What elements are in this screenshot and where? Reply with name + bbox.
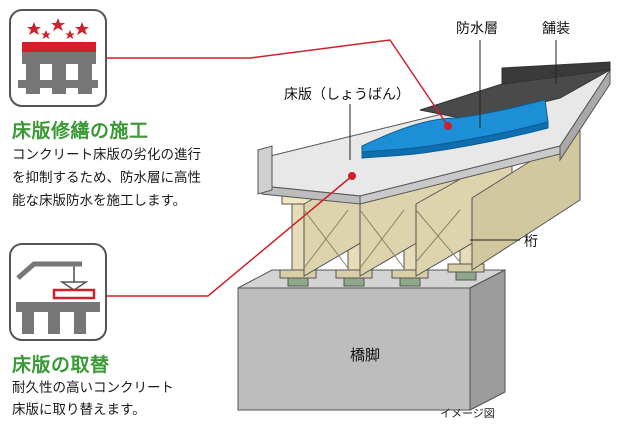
image-note: イメージ図 [440, 407, 495, 420]
deck-slab-label: 床版（しょうばん） [284, 87, 410, 103]
pavement-label: 舗装 [542, 21, 570, 37]
slab-repair-icon [9, 9, 107, 107]
slab-repair-desc-line-1: コンクリート床版の劣化の進行 [12, 147, 201, 163]
waterproof-layer-label: 防水層 [456, 21, 498, 37]
slab-repair-desc-line-2: を抑制するため、防水層に高性 [12, 170, 201, 186]
leader-lines [106, 39, 557, 297]
slab-repair-desc-line-3: 能な床版防水を施工します。 [12, 193, 187, 209]
slab-repair-title: 床版修繕の施工 [12, 120, 149, 142]
slab-replacement-desc-line-2: 床版に取り替えます。 [12, 402, 146, 418]
girder-label: 桁 [524, 234, 538, 250]
slab-replacement-icon [9, 243, 107, 341]
slab-replacement-desc-line-1: 耐久性の高いコンクリート [12, 380, 174, 396]
pier [237, 269, 506, 411]
waterproof-layer [361, 99, 549, 159]
slab-replacement-title: 床版の取替 [12, 354, 110, 376]
pier-label: 橋脚 [350, 346, 381, 364]
